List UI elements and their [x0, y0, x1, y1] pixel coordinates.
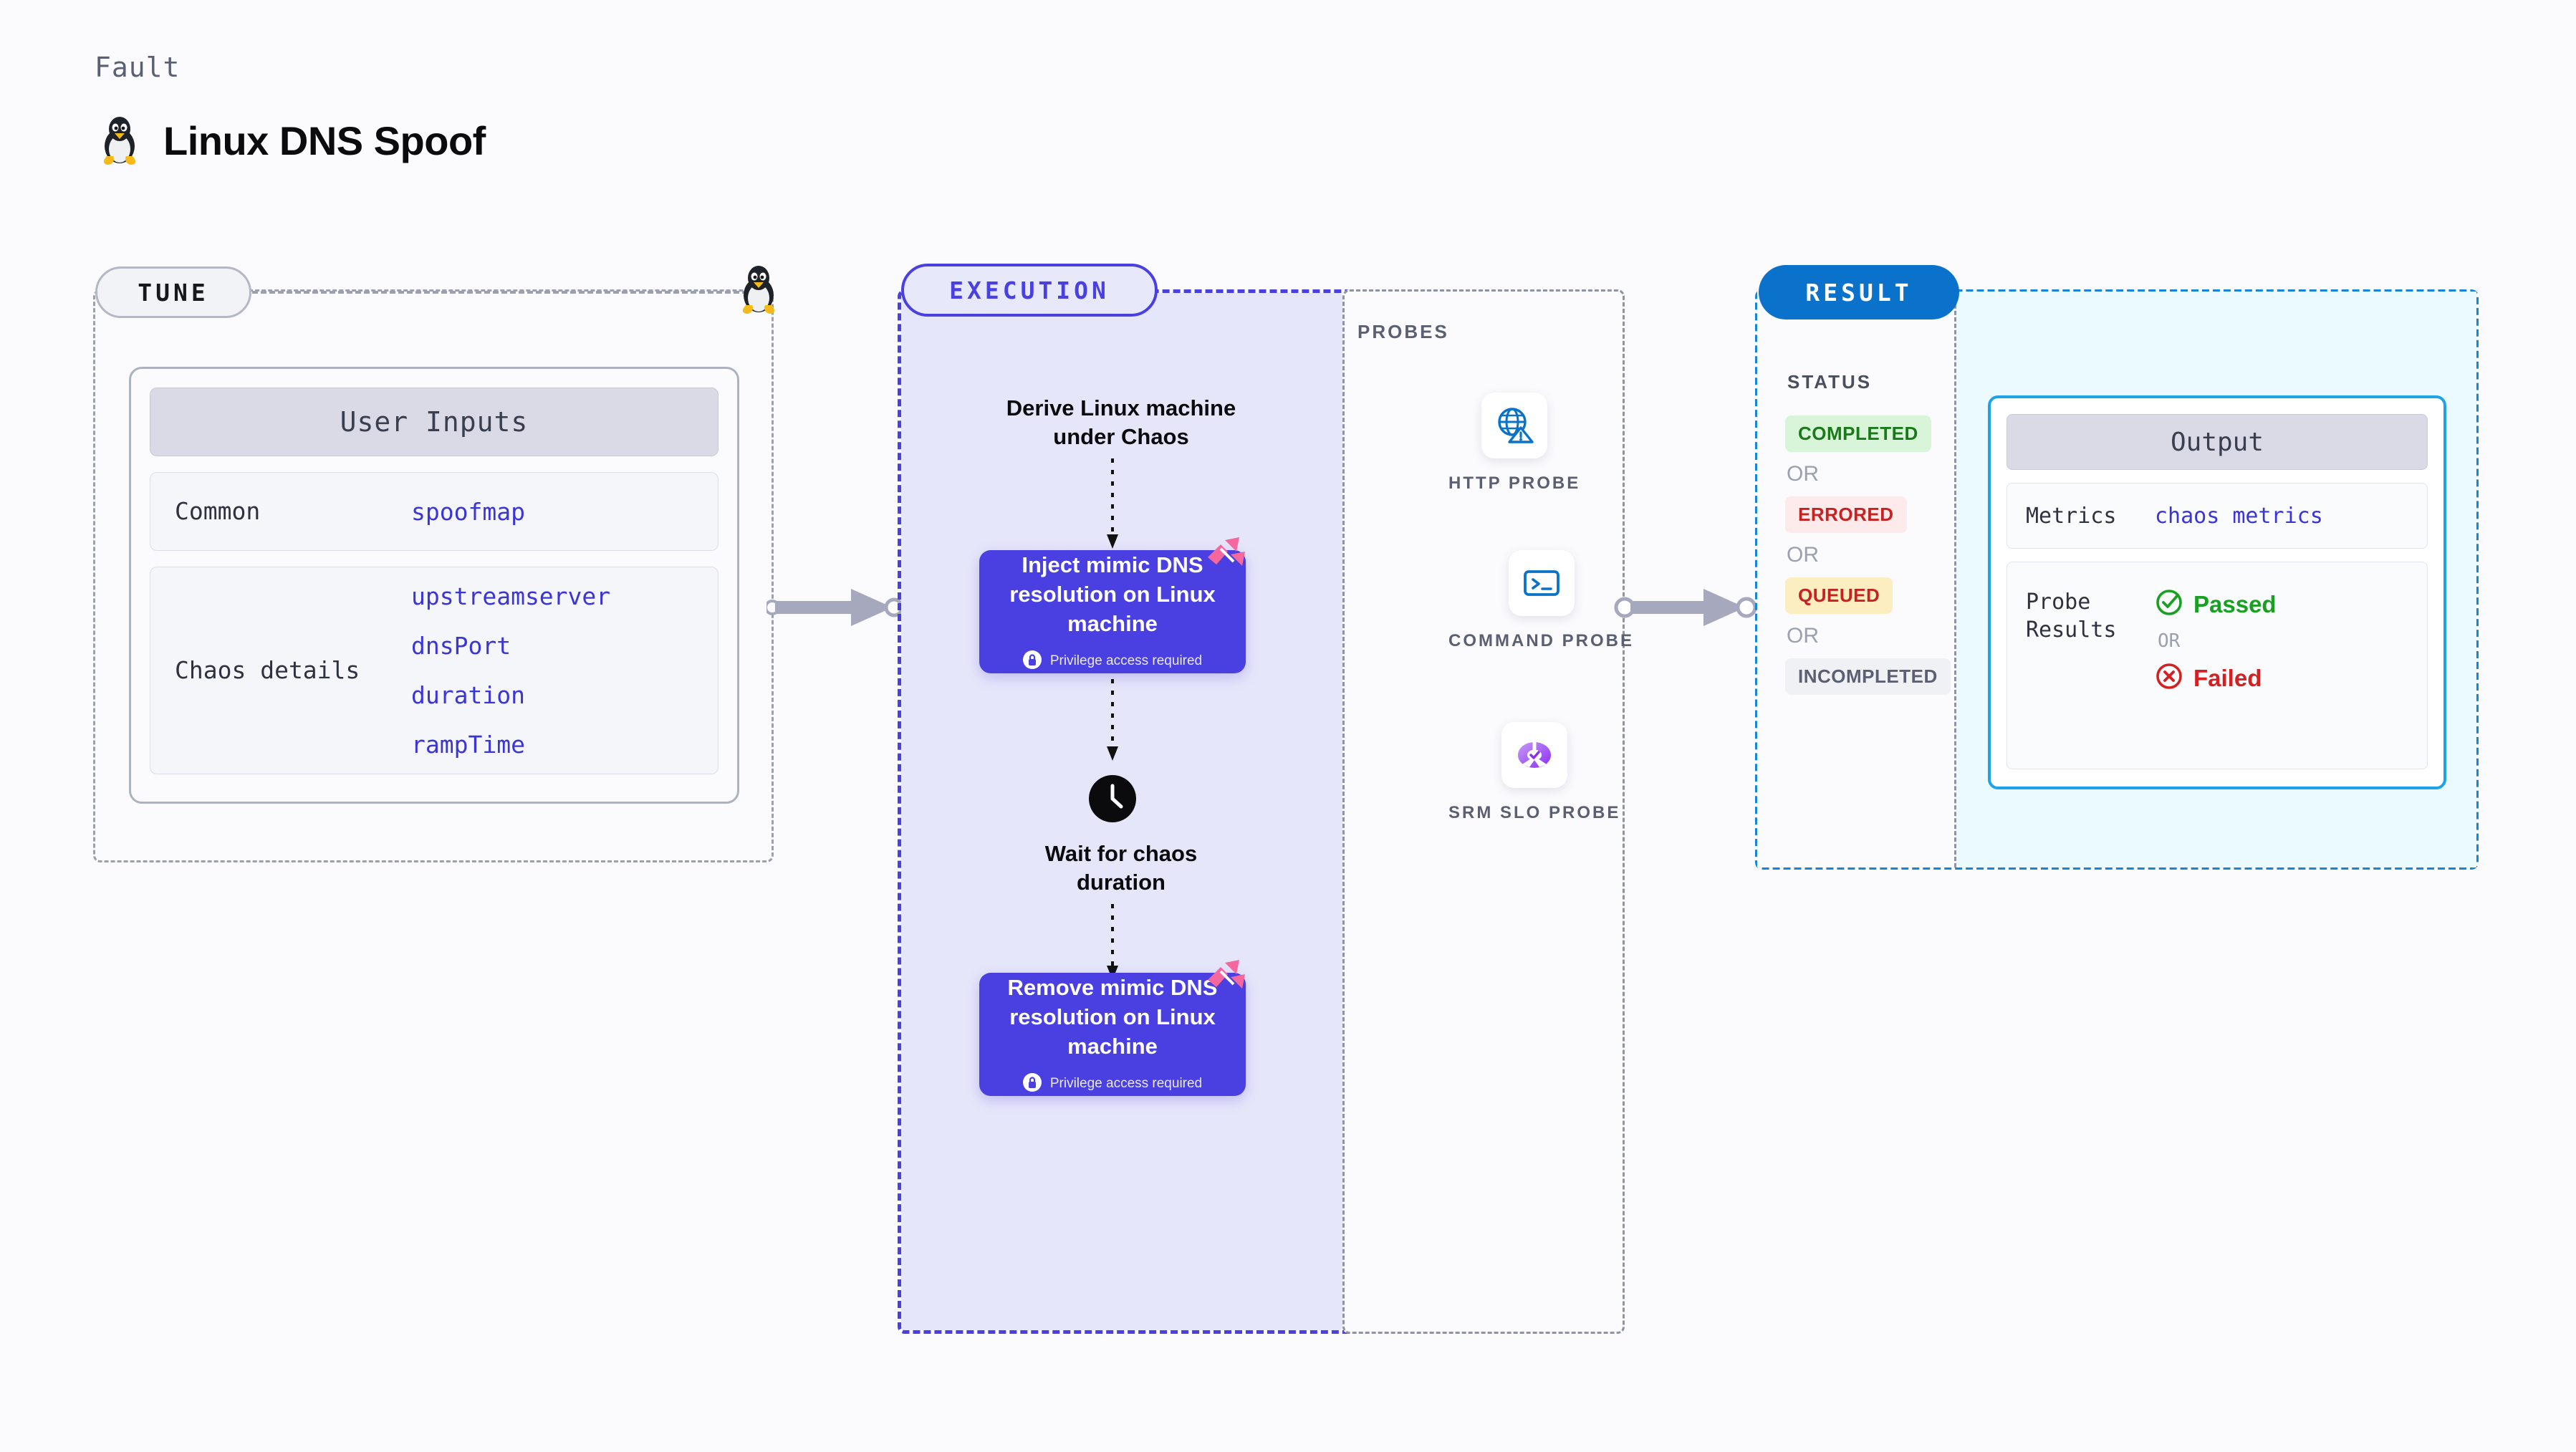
output-row-probe-results: Probe Results Passed OR [2007, 562, 2428, 769]
connector-start-to-inject [1102, 458, 1123, 555]
probe-srm-slo-label: SRM SLO PROBE [1448, 803, 1621, 822]
remove-privilege-row: Privilege access required [1022, 1072, 1203, 1095]
probe-command[interactable]: COMMAND PROBE [1448, 550, 1634, 653]
probe-http[interactable]: HTTP PROBE [1448, 393, 1580, 496]
remove-task-chaos-mark-icon [1206, 958, 1248, 1001]
lock-icon [1022, 650, 1042, 673]
tune-value-dnsport[interactable]: dnsPort [411, 632, 511, 660]
inject-task-chaos-mark-icon [1206, 536, 1248, 578]
tune-row-chaos-details-key: Chaos details [175, 655, 360, 684]
execution-start-node: Derive Linux machine under Chaos [1006, 395, 1236, 450]
tune-value-duration[interactable]: duration [411, 681, 525, 709]
lock-icon [1022, 1072, 1042, 1095]
connector-inject-to-wait [1102, 679, 1123, 767]
probes-label: PROBES [1357, 321, 1449, 342]
x-circle-icon [2155, 662, 2183, 694]
user-inputs-card: User Inputs Common spoofmap Chaos detail… [129, 367, 739, 804]
probe-http-label: HTTP PROBE [1448, 473, 1581, 493]
execution-wait-node: Wait for chaos duration [1044, 841, 1198, 895]
page-title-row: Linux DNS Spoof [97, 115, 486, 166]
remove-task-box[interactable]: Remove mimic DNS resolution on Linux mac… [979, 973, 1246, 1096]
status-badge-queued: QUEUED [1785, 577, 1893, 614]
inject-privilege-row: Privilege access required [1022, 650, 1203, 673]
inject-privilege-text: Privilege access required [1049, 653, 1203, 669]
output-probe-results-values: Passed OR Failed [2155, 588, 2277, 694]
output-row-metrics: Metrics chaos metrics [2007, 483, 2428, 549]
probe-srm-slo[interactable]: SRM SLO PROBE [1448, 722, 1620, 825]
arrow-tune-to-execution [764, 579, 910, 640]
terminal-icon [1508, 550, 1575, 616]
status-badge-incompleted: INCOMPLETED [1785, 658, 1951, 695]
arrow-execution-to-result [1612, 579, 1766, 640]
check-circle-icon [2155, 588, 2183, 620]
tune-value-upstreamserver[interactable]: upstreamserver [411, 582, 611, 610]
result-region [1755, 289, 2479, 870]
tune-value-ramptime[interactable]: rampTime [411, 731, 525, 759]
remove-task-title: Remove mimic DNS resolution on Linux mac… [1007, 975, 1218, 1059]
probe-result-passed-label: Passed [2193, 590, 2277, 617]
probes-region [1342, 289, 1625, 1334]
result-badge[interactable]: RESULT [1759, 265, 1959, 319]
page-title: Linux DNS Spoof [163, 117, 486, 163]
probe-result-passed: Passed [2155, 588, 2277, 620]
status-or-1: OR [1787, 462, 1819, 486]
tune-row-common-values: spoofmap [411, 498, 525, 526]
probe-result-or: OR [2158, 630, 2181, 652]
slo-donut-check-icon [1501, 722, 1568, 788]
linux-tux-icon [97, 115, 142, 166]
tune-row-common: Common spoofmap [150, 472, 719, 551]
probe-command-label: COMMAND PROBE [1448, 631, 1634, 650]
status-or-3: OR [1787, 624, 1819, 648]
output-metrics-key: Metrics [2026, 503, 2117, 529]
tune-linux-tux-icon [736, 264, 781, 319]
tune-row-chaos-details-values: upstreamserver dnsPort duration rampTime [411, 582, 610, 759]
probe-result-failed-label: Failed [2193, 664, 2262, 691]
inject-task-title: Inject mimic DNS resolution on Linux mac… [1009, 552, 1216, 636]
status-list: COMPLETED OR ERRORED OR QUEUED OR INCOMP… [1785, 415, 1964, 695]
wait-clock-icon [1087, 774, 1138, 827]
status-badge-completed: COMPLETED [1785, 415, 1931, 452]
user-inputs-title: User Inputs [150, 388, 719, 456]
output-probe-results-key: Probe Results [2026, 590, 2117, 643]
output-title: Output [2007, 414, 2428, 470]
execution-badge[interactable]: EXECUTION [901, 264, 1158, 317]
inject-task-box[interactable]: Inject mimic DNS resolution on Linux mac… [979, 550, 1246, 673]
status-badge-errored: ERRORED [1785, 496, 1907, 533]
status-label: STATUS [1787, 371, 1873, 393]
remove-privilege-text: Privilege access required [1049, 1076, 1203, 1092]
output-metrics-value[interactable]: chaos metrics [2155, 503, 2323, 529]
tune-value-spoofmap[interactable]: spoofmap [411, 497, 525, 526]
tune-lead-line [252, 291, 765, 294]
tune-badge[interactable]: TUNE [95, 266, 251, 318]
probe-result-failed: Failed [2155, 662, 2277, 694]
tune-row-chaos-details: Chaos details upstreamserver dnsPort dur… [150, 567, 719, 774]
page-kicker: Fault [95, 52, 181, 83]
globe-warning-icon [1481, 393, 1548, 458]
status-or-2: OR [1787, 543, 1819, 567]
output-card: Output Metrics chaos metrics Probe Resul… [1988, 395, 2446, 789]
tune-row-common-key: Common [175, 496, 261, 525]
